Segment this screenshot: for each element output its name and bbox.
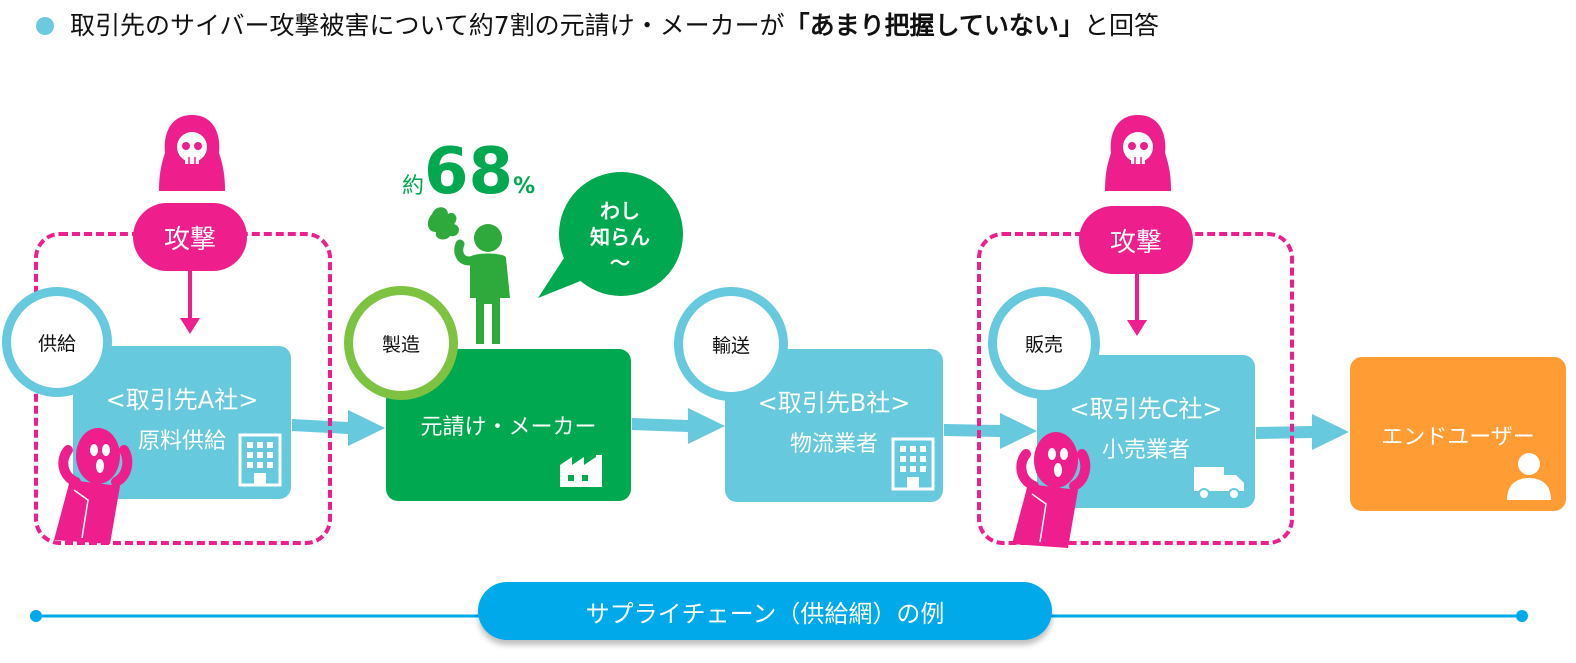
supplier-a-desc: 原料供給 bbox=[137, 429, 226, 454]
title-suffix: と回答 bbox=[1083, 11, 1159, 40]
title-bullet bbox=[36, 17, 54, 35]
hacker-icon bbox=[1105, 115, 1171, 191]
attack-label-right: 攻撃 bbox=[1079, 206, 1193, 274]
shocked-person-icon bbox=[54, 428, 133, 544]
role-label-manufacture: 製造 bbox=[381, 333, 420, 356]
person-icon bbox=[427, 207, 510, 344]
speech-line-1: わし bbox=[600, 199, 640, 223]
logistics-b-desc: 物流業者 bbox=[789, 432, 878, 457]
building-icon bbox=[891, 437, 935, 491]
supply-chain-label: サプライチェーン（供給網）の例 bbox=[478, 582, 1052, 640]
role-label-sales: 販売 bbox=[1024, 333, 1063, 356]
chain-line-end-dot bbox=[1516, 610, 1528, 622]
flow-arrow-1 bbox=[292, 410, 385, 446]
end-user-name: エンドユーザー bbox=[1381, 425, 1535, 450]
hacker-icon bbox=[159, 115, 225, 191]
retail-c-desc: 小売業者 bbox=[1101, 438, 1190, 463]
role-label-transport: 輸送 bbox=[711, 334, 750, 357]
chain-line-start-dot bbox=[30, 610, 42, 622]
truck-icon bbox=[1194, 467, 1244, 500]
role-circle-sales: 販売 bbox=[988, 287, 1100, 399]
shocked-person-icon bbox=[1012, 432, 1091, 548]
stat-value: 68 bbox=[424, 135, 514, 209]
title-emphasis: 「あまり把握していない」 bbox=[784, 11, 1084, 40]
role-circle-manufacture: 製造 bbox=[344, 286, 458, 400]
retail-c-name: <取引先C社> bbox=[1069, 395, 1223, 423]
supplier-a-name: <取引先A社> bbox=[105, 386, 259, 414]
flow-arrow-2 bbox=[632, 408, 725, 444]
speech-line-3: 〜 bbox=[610, 251, 630, 275]
role-circle-transport: 輸送 bbox=[674, 287, 788, 401]
flow-arrow-3 bbox=[944, 413, 1037, 449]
speech-bubble bbox=[538, 172, 683, 298]
attack-label-left: 攻撃 bbox=[133, 203, 247, 271]
building-icon bbox=[238, 433, 282, 487]
speech-line-2: 知らん bbox=[590, 225, 650, 249]
title-prefix: 取引先のサイバー攻撃被害について約7割の元請け・メーカーが bbox=[70, 11, 785, 40]
logistics-b-name: <取引先B社> bbox=[757, 389, 911, 417]
flow-arrow-4 bbox=[1256, 414, 1349, 450]
stat-prefix: 約 bbox=[402, 174, 425, 199]
speech-text: わし 知らん 〜 bbox=[556, 198, 684, 276]
factory-icon bbox=[560, 455, 602, 487]
stat-unit: % bbox=[513, 174, 536, 199]
page-title: 取引先のサイバー攻撃被害について約7割の元請け・メーカーが「あまり把握していない… bbox=[70, 8, 1159, 44]
role-label-supply: 供給 bbox=[37, 332, 76, 355]
stat-percentage: 約68% bbox=[402, 140, 535, 204]
user-icon bbox=[1507, 453, 1551, 500]
role-circle-supply: 供給 bbox=[2, 287, 112, 397]
maker-name: 元請け・メーカー bbox=[420, 415, 597, 440]
